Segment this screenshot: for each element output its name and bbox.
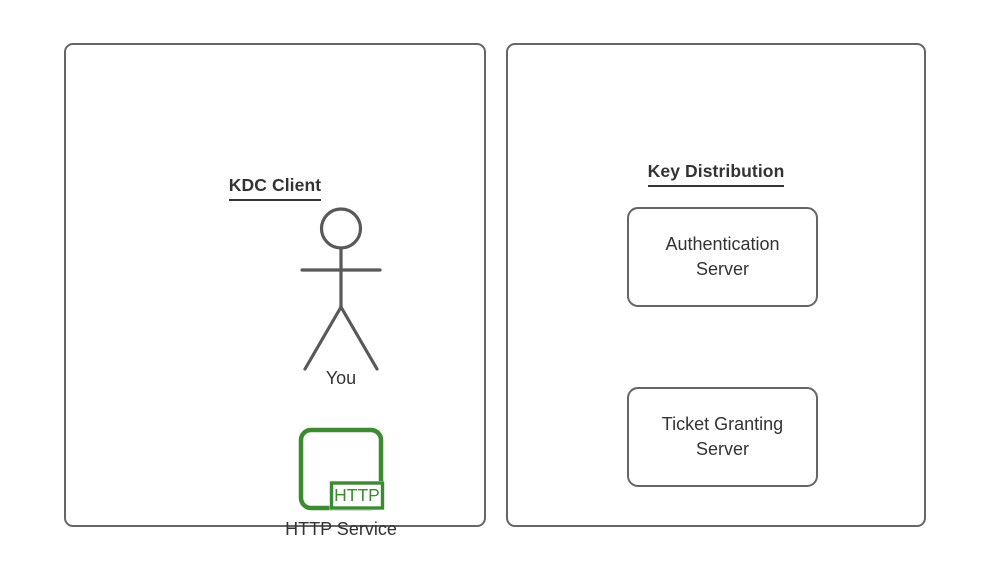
svg-text:HTTP: HTTP — [334, 485, 380, 505]
authentication-server-label-line1: Authentication — [665, 234, 780, 254]
stick-figure-icon — [281, 203, 401, 378]
http-service-icon: HTTP — [298, 427, 388, 515]
kdc-client-panel: KDC Client You HT — [64, 43, 486, 539]
kdc-title-line-1: Key Distribution — [647, 158, 785, 187]
ticket-granting-server-label-line2: Server — [695, 439, 749, 459]
authentication-server-label-line2: Server — [695, 259, 749, 279]
ticket-granting-server-label-line1: Ticket Granting — [661, 414, 784, 434]
key-distribution-center-panel: Key Distribution Center AuthenticationSe… — [506, 43, 926, 527]
stick-figure-label: You — [325, 368, 357, 388]
kdc-client-title-text: KDC Client — [228, 172, 322, 201]
kdc-client-title: KDC Client — [66, 145, 484, 201]
http-service-label: HTTP Service — [285, 519, 397, 539]
